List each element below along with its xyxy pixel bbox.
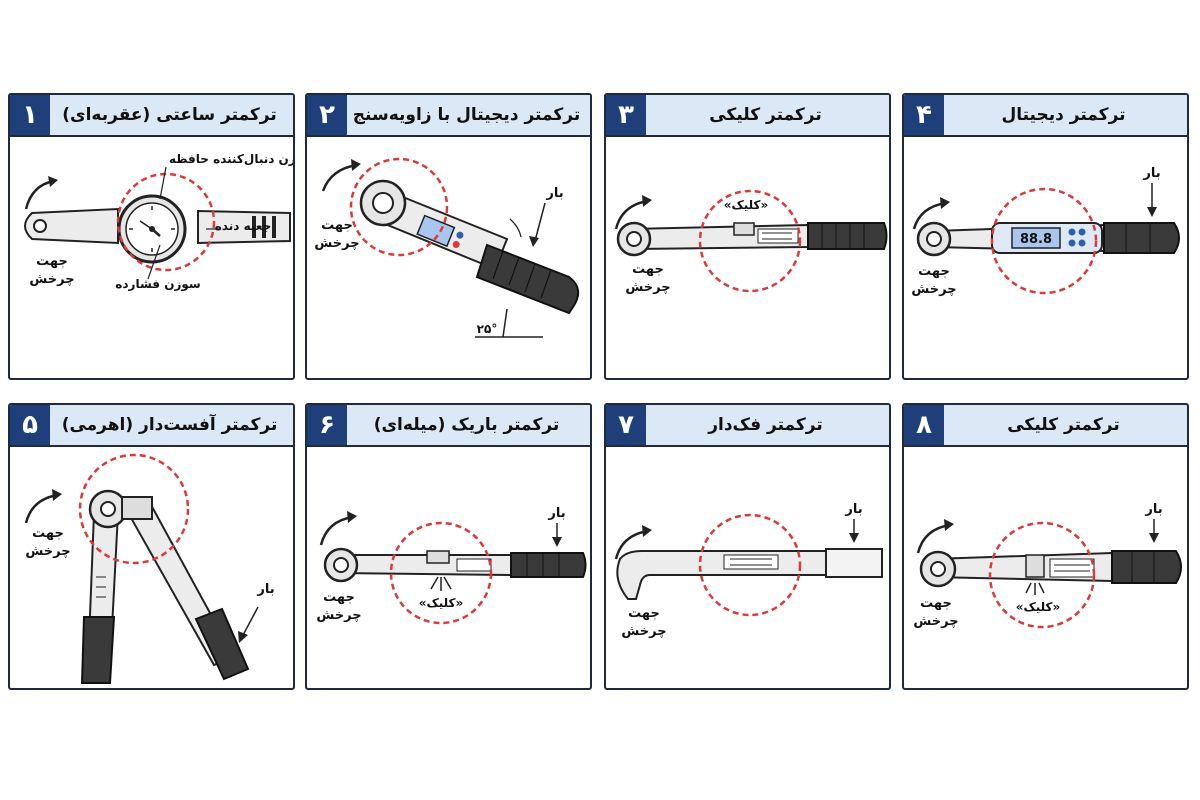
- label-rotation-line1: جهت: [321, 218, 353, 233]
- label-rotation-line1: جهت: [920, 596, 952, 611]
- highlight-circle: [389, 521, 493, 625]
- panel-title: ترکمتر کلیکی: [709, 105, 822, 125]
- label-rotation-line2: چرخش: [621, 624, 666, 639]
- digital-screen: [416, 214, 456, 248]
- panel-digital-torque-wrench: ۴ ترکمتر دیجیتال 88.8 بار جهت چرخش: [902, 93, 1189, 380]
- highlight-circle: [349, 157, 449, 257]
- display-readout: 88.8: [1020, 232, 1052, 247]
- label-rotation-line2: چرخش: [316, 608, 361, 623]
- panel-click-torque-wrench: ۳ ترکمتر کلیکی «کلیک» جهت چرخش: [604, 93, 891, 380]
- panel-number-badge: ۵: [10, 405, 50, 445]
- label-pointer-needle: سوزن فشارده: [115, 277, 200, 292]
- label-rotation-line1: جهت: [628, 606, 660, 621]
- label-rotation-line2: چرخش: [911, 282, 956, 297]
- digital-wrench-illustration: 88.8 بار جهت چرخش: [911, 166, 1180, 297]
- slim-wrench-illustration: بار «کلیک» جهت چرخش: [316, 506, 587, 625]
- panel-dial-torque-wrench: ۱ ترکمتر ساعتی (عقربه‌ای) سوزن دنبال‌کنن…: [8, 93, 295, 380]
- label-load: بار: [547, 506, 565, 521]
- label-rotation-line2: چرخش: [314, 236, 359, 251]
- load-arrow-icon: [241, 606, 259, 638]
- label-rotation-line1: جهت: [918, 264, 950, 279]
- panel-title: ترکمتر دیجیتال: [1001, 105, 1126, 125]
- jaw-wrench-illustration: بار جهت چرخش: [614, 502, 883, 639]
- dial-wrench-illustration: سوزن دنبال‌کننده حافظه جعبه دنده سوزن فش…: [24, 152, 293, 292]
- label-rotation-line1: جهت: [36, 254, 68, 269]
- label-load: بار: [1142, 166, 1160, 181]
- panel-number-badge: ۸: [904, 405, 944, 445]
- highlight-circle: [990, 187, 1098, 295]
- highlight-circle: [698, 189, 802, 293]
- label-load: بار: [1144, 502, 1162, 517]
- highlight-circle: [78, 453, 190, 565]
- panel-header: ۶ ترکمتر باریک (میله‌ای): [307, 405, 590, 447]
- panel-number-badge: ۶: [307, 405, 347, 445]
- label-gearbox: جعبه دنده: [215, 219, 271, 233]
- panel-digital-angle-torque-wrench: ۲ ترکمتر دیجیتال با زاویه‌سنج بار جه: [305, 93, 592, 380]
- panel-click-torque-wrench-2: ۸ ترکمتر کلیکی بار «کلیک» جهت چرخش: [902, 403, 1189, 690]
- panel-number-badge: ۴: [904, 95, 944, 135]
- label-load: بار: [545, 186, 563, 201]
- label-click: «کلیک»: [724, 198, 769, 212]
- panel-header: ۲ ترکمتر دیجیتال با زاویه‌سنج: [307, 95, 590, 137]
- panel-title: ترکمتر باریک (میله‌ای): [373, 415, 560, 435]
- panel-header: ۳ ترکمتر کلیکی: [606, 95, 889, 137]
- label-memory-needle: سوزن دنبال‌کننده حافظه: [169, 152, 293, 167]
- label-load: بار: [256, 582, 274, 597]
- label-load: بار: [844, 502, 862, 517]
- panel-number-badge: ۱: [10, 95, 50, 135]
- panel-number-badge: ۲: [307, 95, 347, 135]
- label-rotation-line2: چرخش: [29, 272, 74, 287]
- digital-screen: [1011, 227, 1061, 249]
- panel-number-badge: ۷: [606, 405, 646, 445]
- label-rotation-line2: چرخش: [625, 280, 670, 295]
- label-rotation-line2: چرخش: [913, 614, 958, 629]
- panel-number-badge: ۳: [606, 95, 646, 135]
- panel-slim-torque-wrench: ۶ ترکمتر باریک (میله‌ای) بار «کلیک» جهت …: [305, 403, 592, 690]
- highlight-circle: [988, 521, 1096, 629]
- label-rotation-line1: جهت: [32, 526, 64, 541]
- label-rotation-line2: چرخش: [25, 544, 70, 559]
- panel-title: ترکمتر فک‌دار: [708, 415, 823, 435]
- panel-header: ۸ ترکمتر کلیکی: [904, 405, 1187, 447]
- panel-title: ترکمتر کلیکی: [1007, 415, 1120, 435]
- panel-title: ترکمتر دیجیتال با زاویه‌سنج: [352, 105, 581, 125]
- label-angle: ۲۵°: [477, 322, 498, 336]
- highlight-circle: [698, 513, 802, 617]
- click-wrench-illustration: «کلیک» جهت چرخش: [614, 189, 888, 295]
- panel-header: ۴ ترکمتر دیجیتال: [904, 95, 1187, 137]
- label-rotation-line1: جهت: [632, 262, 664, 277]
- panel-title: ترکمتر ساعتی (عقربه‌ای): [62, 105, 277, 125]
- panel-header: ۷ ترکمتر فک‌دار: [606, 405, 889, 447]
- panel-header: ۱ ترکمتر ساعتی (عقربه‌ای): [10, 95, 293, 137]
- label-click: «کلیک»: [419, 596, 464, 610]
- panel-jaw-torque-wrench: ۷ ترکمتر فک‌دار بار جهت چرخش: [604, 403, 891, 690]
- panel-header: ۵ ترکمتر آفست‌دار (اهرمی): [10, 405, 293, 447]
- offset-wrench-illustration: بار جهت چرخش: [24, 453, 275, 684]
- panel-offset-torque-wrench: ۵ ترکمتر آفست‌دار (اهرمی) بار جهت چرخش: [8, 403, 295, 690]
- highlight-circle: [116, 172, 216, 272]
- panel-title: ترکمتر آفست‌دار (اهرمی): [61, 415, 278, 435]
- digital-angle-wrench-illustration: بار جهت چرخش ۲۵°: [314, 157, 580, 338]
- label-rotation-line1: جهت: [323, 590, 355, 605]
- load-arrow-icon: [534, 202, 546, 242]
- click-wrench-2-illustration: بار «کلیک» جهت چرخش: [913, 502, 1182, 629]
- label-click: «کلیک»: [1016, 600, 1061, 614]
